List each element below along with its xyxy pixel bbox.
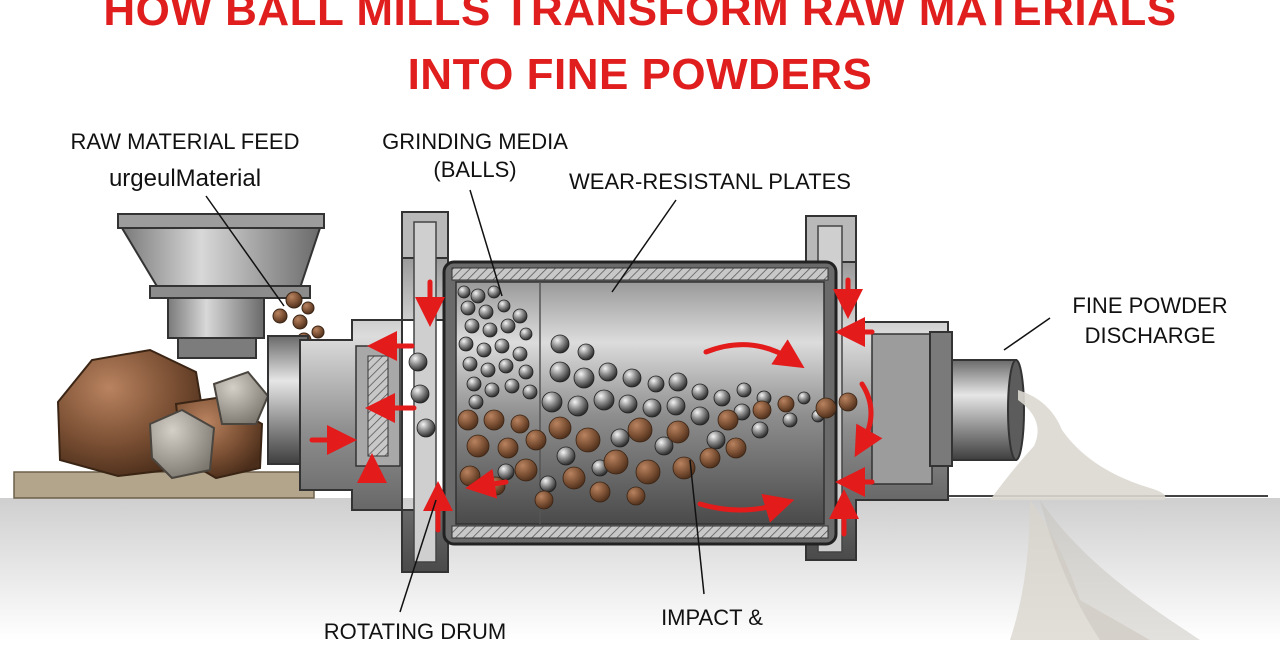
title-line-2: INTO FINE POWDERS bbox=[407, 50, 873, 99]
label-impact: IMPACT & bbox=[661, 605, 763, 630]
label-raw-material-feed: RAW MATERIAL FEED bbox=[70, 129, 300, 154]
label-grinding-media: GRINDING MEDIA bbox=[382, 129, 568, 154]
flow-arrows bbox=[309, 277, 883, 537]
title-line-1: HOW BALL MILLS TRANSFORM RAW MATERIALS bbox=[103, 0, 1177, 35]
ore-particles bbox=[457, 392, 858, 510]
label-discharge: DISCHARGE bbox=[1084, 323, 1216, 348]
label-balls: (BALLS) bbox=[433, 157, 517, 182]
label-rotating-drum: ROTATING DRUM bbox=[323, 619, 507, 644]
label-feed-material: urgeulMaterial bbox=[108, 165, 262, 192]
outlet-pipe bbox=[929, 331, 1025, 467]
powder-discharge bbox=[990, 390, 1200, 640]
leader-lines bbox=[205, 189, 1051, 613]
label-fine-powder: FINE POWDER bbox=[1072, 293, 1228, 318]
grinding-balls bbox=[408, 285, 825, 493]
label-wear-resistant-plates: WEAR-RESISTANL PLATES bbox=[569, 169, 851, 194]
raw-rocks bbox=[56, 348, 270, 480]
left-platform bbox=[13, 471, 315, 499]
feed-hopper bbox=[117, 213, 325, 359]
